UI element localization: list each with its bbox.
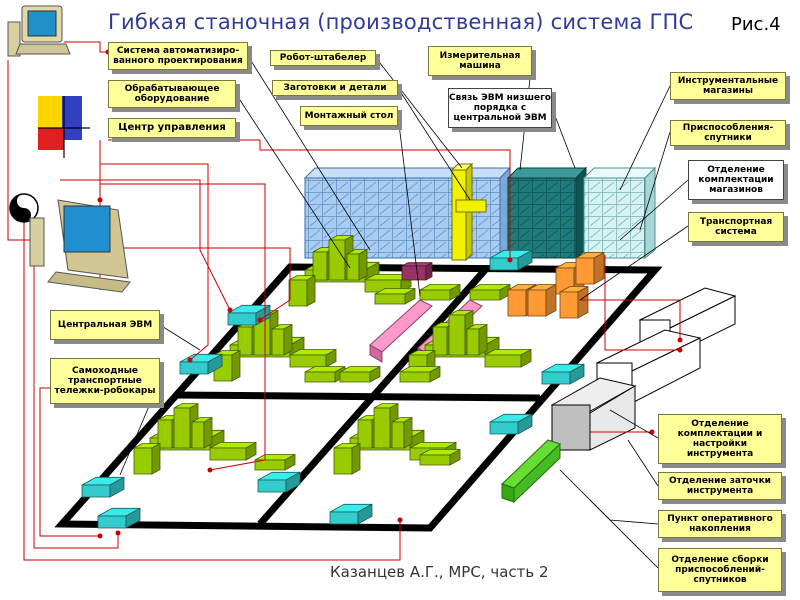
machine-unit (333, 442, 361, 475)
label-fixture-pallets: Приспособления-спутники (670, 120, 786, 146)
storage-rack-light (582, 166, 657, 260)
orange-module (527, 283, 557, 317)
label-robocarts: Самоходные транспортные тележки-робокары (50, 358, 160, 404)
transfer-table (399, 365, 441, 383)
robocart (97, 507, 141, 529)
stacker-robot-shape (450, 162, 487, 262)
machine-table (484, 348, 532, 368)
equipment-blocks (81, 234, 605, 529)
figure-label: Рис.4 (731, 14, 781, 35)
label-lower-computer-link: Связь ЭВМ низшего порядка с центральной … (448, 88, 552, 128)
transfer-table (339, 365, 381, 383)
machine-column (346, 248, 368, 281)
label-tool-sharpening: Отделение заточки инструмента (658, 472, 782, 500)
label-processing-equipment: Обрабатывающее оборудование (108, 80, 236, 108)
label-tool-completion: Отделение комплектации и настройки инстр… (658, 414, 782, 464)
orange-module (575, 251, 605, 285)
robocart (81, 476, 125, 498)
machine-table (289, 348, 337, 368)
label-measuring-machine: Измерительная машина (428, 46, 532, 76)
machine-column (191, 416, 213, 449)
robocart (541, 363, 585, 385)
green-conveyor (501, 439, 561, 504)
label-buffer-storage: Пункт оперативного накопления (658, 510, 782, 538)
transfer-table (304, 365, 346, 383)
page-title: Гибкая станочная (производственная) сист… (108, 10, 694, 34)
label-central-computer: Центральная ЭВМ (50, 310, 160, 340)
machine-unit (133, 442, 161, 475)
color-squares-icon (38, 96, 90, 158)
measuring-block (401, 262, 433, 281)
robocart (329, 503, 373, 525)
transfer-table (469, 283, 511, 301)
label-stacker-robot: Робот-штабелер (270, 50, 376, 66)
orange-module (559, 285, 589, 319)
label-transport-system: Транспортная система (688, 212, 784, 242)
author-caption: Казанцев А.Г., МРС, часть 2 (330, 563, 549, 581)
machine-unit (288, 274, 316, 307)
machine-column (271, 323, 293, 356)
label-blanks-parts: Заготовки и детали (272, 80, 398, 96)
label-cad-system: Система автоматизиро-ванного проектирова… (108, 42, 248, 70)
yin-yang-icon (9, 193, 39, 223)
transfer-table (419, 448, 461, 466)
robocart (489, 413, 533, 435)
label-assembly-table: Монтажный стол (300, 106, 398, 126)
leader-lines-black (119, 55, 689, 569)
storage-rack-teal (506, 166, 588, 260)
computer-terminal-icon (7, 5, 71, 57)
central-computer-icon (29, 199, 131, 293)
transfer-table (419, 283, 461, 301)
leader-lines (7, 41, 683, 561)
machine-column (391, 416, 413, 449)
transfer-table (374, 287, 416, 305)
label-control-center: Центр управления (108, 118, 236, 138)
robocart (257, 471, 301, 493)
label-tool-magazines: Инструментальные магазины (670, 72, 786, 100)
label-magazine-completion: Отделение комплектации магазинов (688, 160, 784, 200)
machine-column (466, 323, 488, 356)
label-fixture-assembly: Отделение сборки приспособлений-спутнико… (658, 548, 782, 592)
machine-column (373, 402, 399, 449)
transfer-table (254, 453, 296, 471)
machine-table (209, 441, 257, 461)
